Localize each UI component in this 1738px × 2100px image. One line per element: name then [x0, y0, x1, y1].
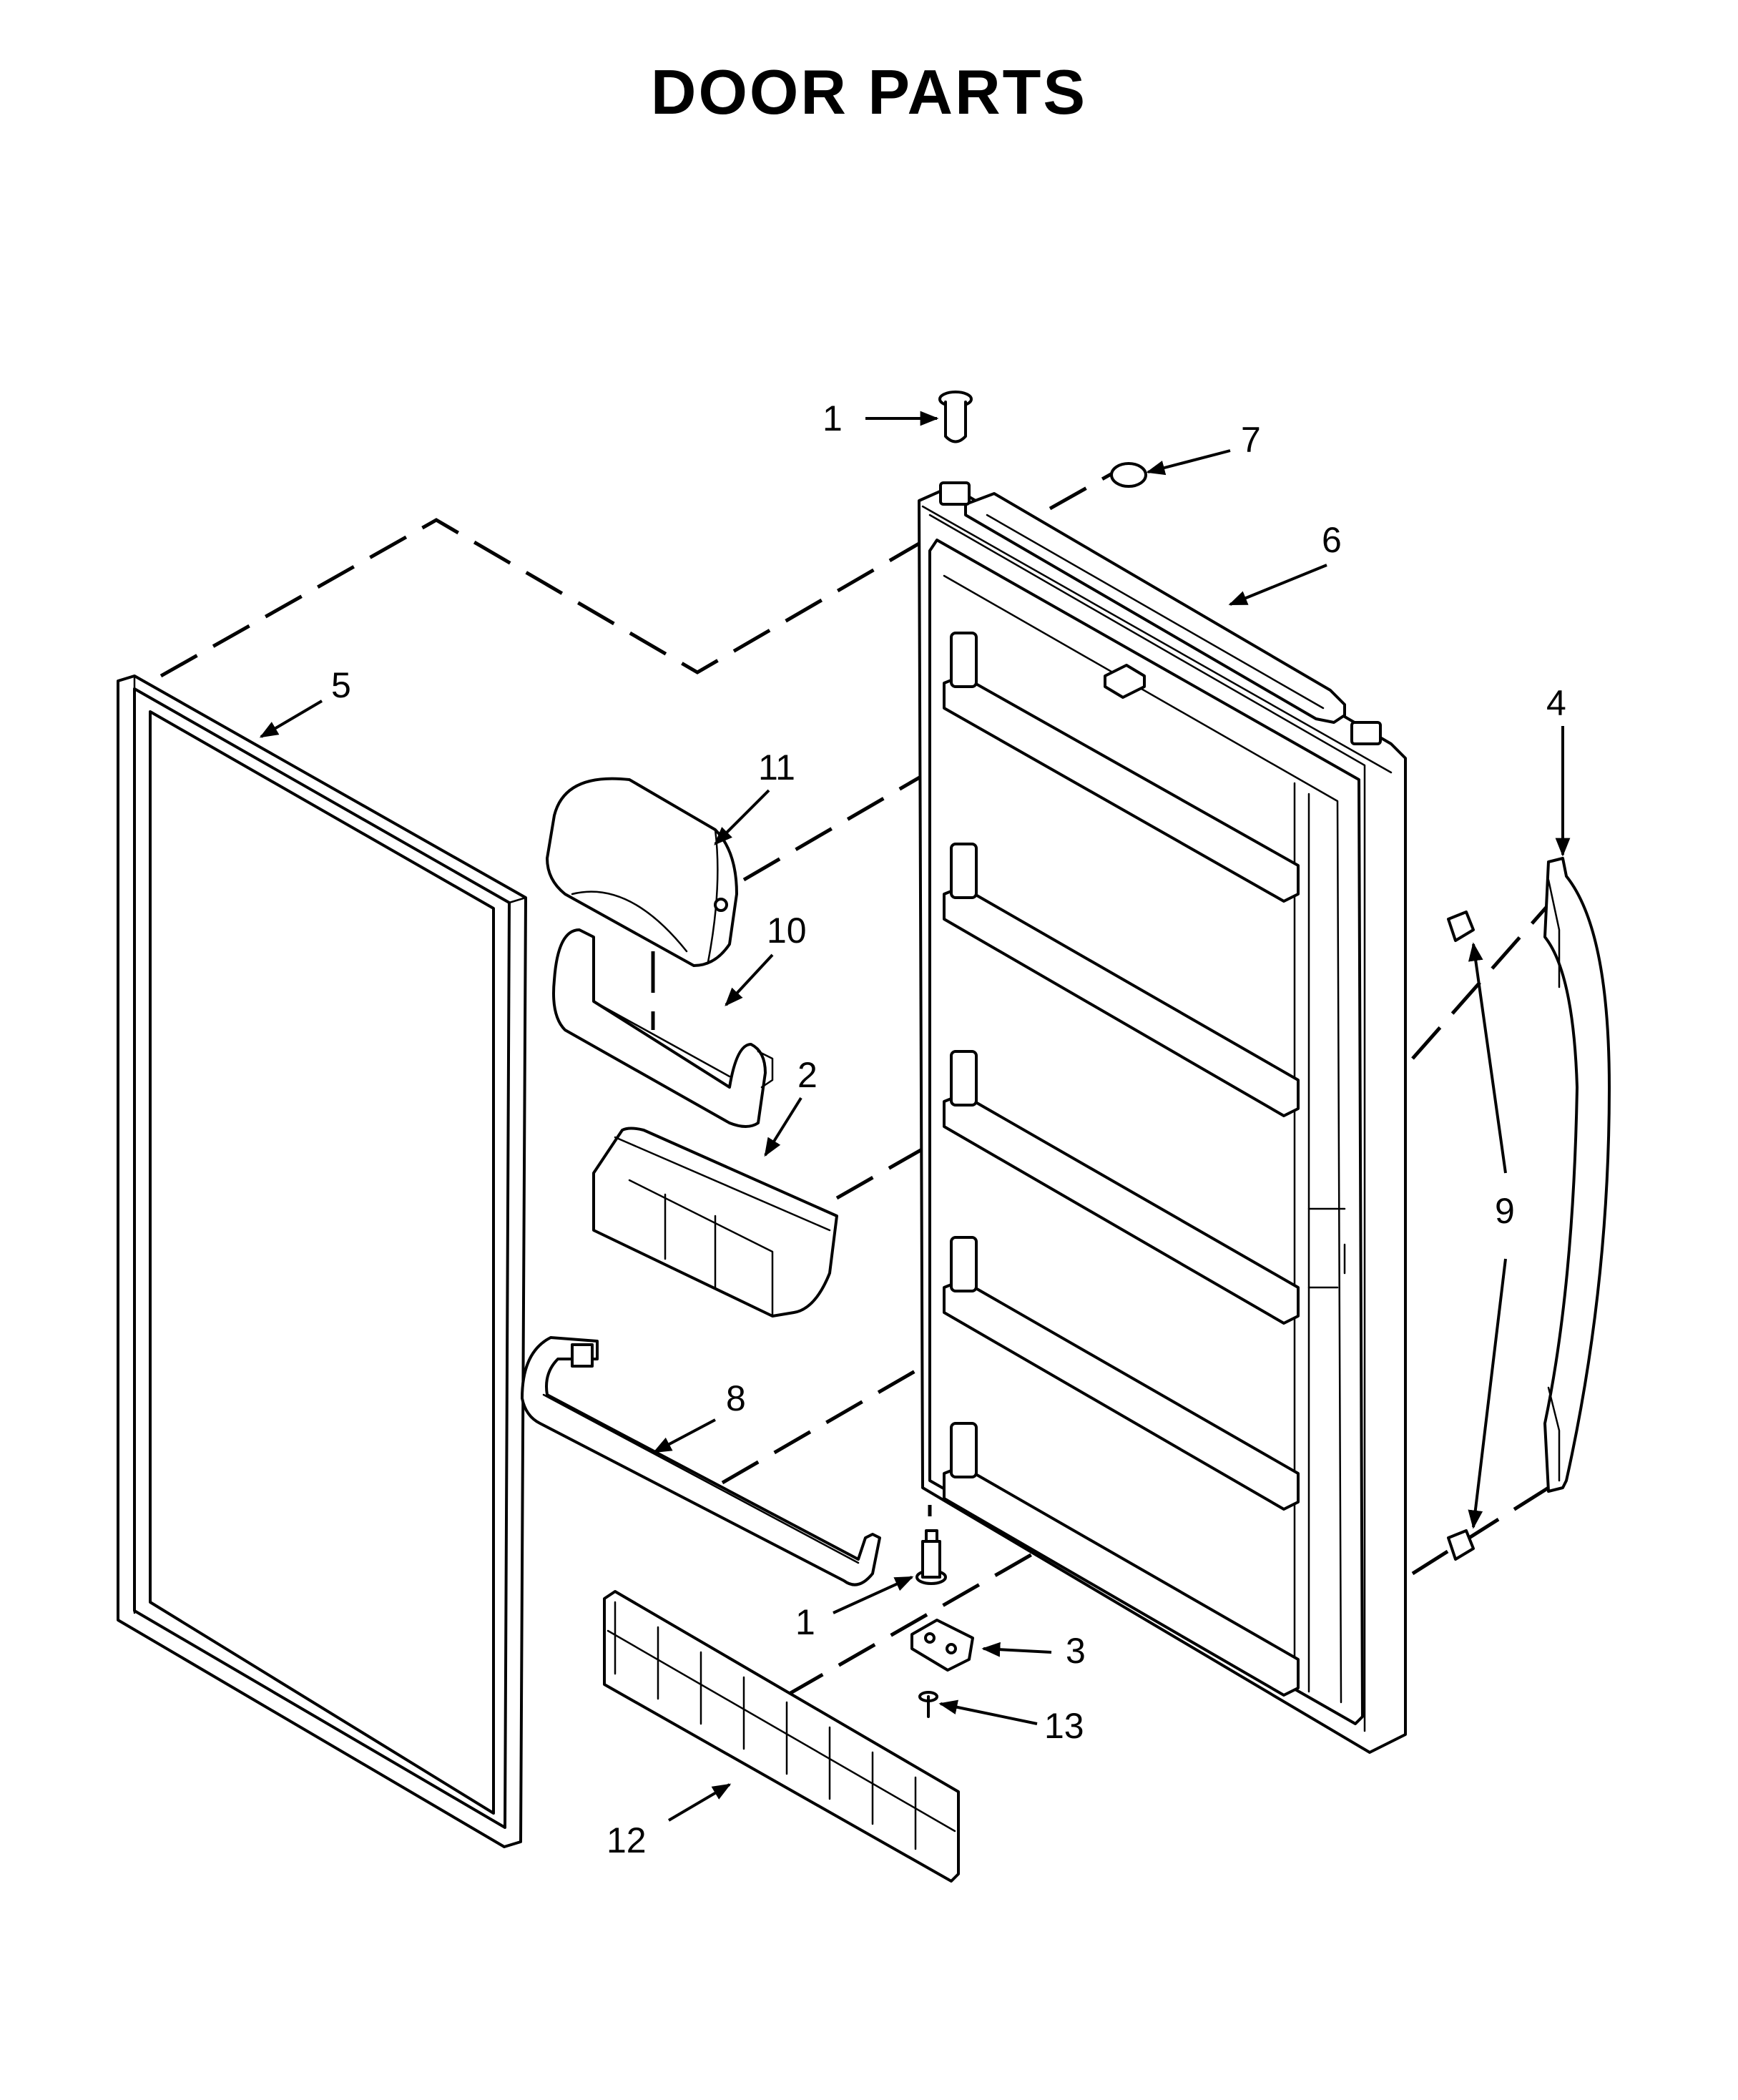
callout-6: 6: [1322, 520, 1342, 560]
hinge-ring: [1110, 462, 1147, 488]
bottom-hinge: [910, 1619, 974, 1672]
callout-9: 9: [1495, 1191, 1515, 1231]
hinge-bushing-top: [938, 391, 973, 443]
hinge-pin-bottom: [915, 1529, 947, 1585]
leader-arrows: [259, 411, 1571, 1822]
callout-3: 3: [1066, 1631, 1086, 1671]
callout-5: 5: [331, 665, 351, 705]
door-gasket: [117, 674, 527, 1848]
door-shelf-bar: [521, 1336, 881, 1586]
callout-13: 13: [1044, 1706, 1084, 1746]
door-handle: [1543, 857, 1611, 1493]
callout-4: 4: [1546, 683, 1566, 723]
wire-basket: [603, 1590, 960, 1883]
page-title: DOOR PARTS: [650, 57, 1088, 127]
callout-12: 12: [607, 1820, 647, 1860]
callout-11: 11: [758, 747, 795, 788]
callout-2: 2: [797, 1055, 818, 1095]
door-shelves: [943, 632, 1300, 1697]
callout-10: 10: [767, 911, 807, 951]
callout-8: 8: [726, 1378, 746, 1418]
callout-1-bottom: 1: [795, 1602, 815, 1642]
dairy-bin: [552, 928, 774, 1128]
handle-screws: [1447, 911, 1475, 1561]
door-bin: [592, 1127, 838, 1318]
hinge-screw: [918, 1691, 938, 1718]
callout-1-top: 1: [823, 398, 843, 438]
callout-7: 7: [1241, 420, 1261, 460]
door-panel: [918, 485, 1407, 1754]
door-top-trim: [939, 481, 1382, 745]
